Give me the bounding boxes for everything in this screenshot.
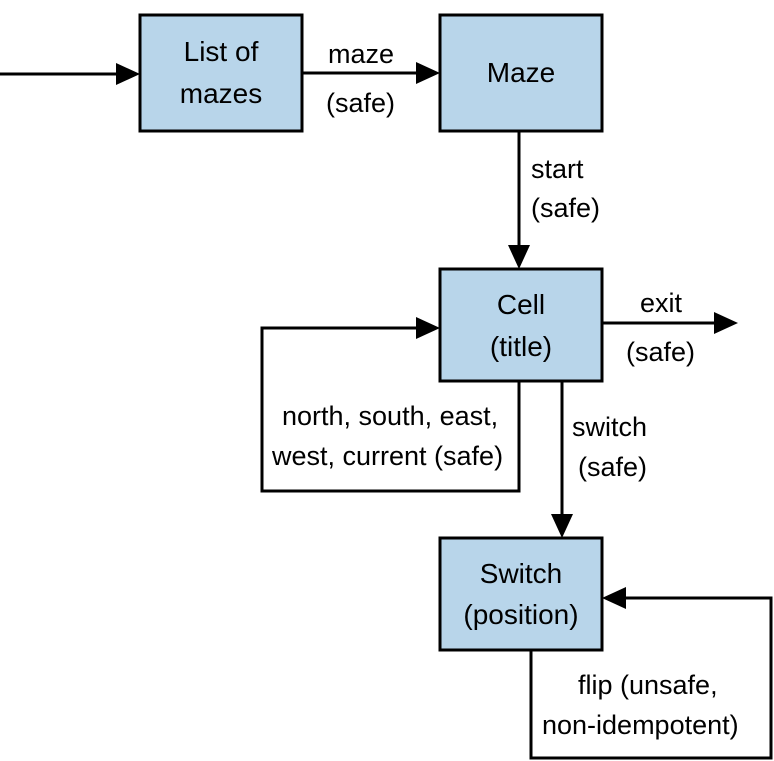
edge-maze-label: maze — [328, 39, 394, 69]
node-list-of-mazes: List of mazes — [138, 13, 304, 133]
edge-exit-safe: (safe) — [626, 337, 695, 367]
node-maze-label: Maze — [487, 57, 555, 88]
edge-self-loop-line1: north, south, east, — [282, 401, 498, 431]
node-list-of-mazes-line2: mazes — [180, 78, 262, 109]
node-maze: Maze — [438, 13, 604, 133]
node-switch-line1: Switch — [480, 558, 562, 589]
node-switch: Switch (position) — [438, 536, 604, 652]
node-switch-line2: (position) — [463, 599, 578, 630]
edge-self-loop-line2: west, current (safe) — [271, 441, 503, 471]
edge-start-safe: (safe) — [531, 193, 600, 223]
edge-exit-label: exit — [640, 288, 683, 318]
edge-start: start (safe) — [508, 131, 600, 269]
edge-self-loop: north, south, east, west, current (safe) — [260, 317, 521, 493]
edge-flip-line1: flip (unsafe, — [578, 670, 718, 700]
edge-flip: flip (unsafe, non-idempotent) — [529, 587, 773, 760]
edge-maze: maze (safe) — [302, 39, 440, 118]
node-cell: Cell (title) — [438, 267, 604, 383]
entry-arrow — [0, 63, 140, 85]
edge-maze-safe: (safe) — [326, 88, 395, 118]
edge-flip-line2: non-idempotent) — [542, 710, 739, 740]
edge-switch-safe: (safe) — [578, 452, 647, 482]
edge-exit: exit (safe) — [602, 288, 738, 367]
edge-switch: switch (safe) — [551, 381, 647, 538]
edge-start-label: start — [531, 154, 584, 184]
edge-switch-label: switch — [572, 412, 647, 442]
node-list-of-mazes-line1: List of — [184, 36, 259, 67]
node-cell-line2: (title) — [490, 331, 552, 362]
node-cell-line1: Cell — [497, 289, 545, 320]
